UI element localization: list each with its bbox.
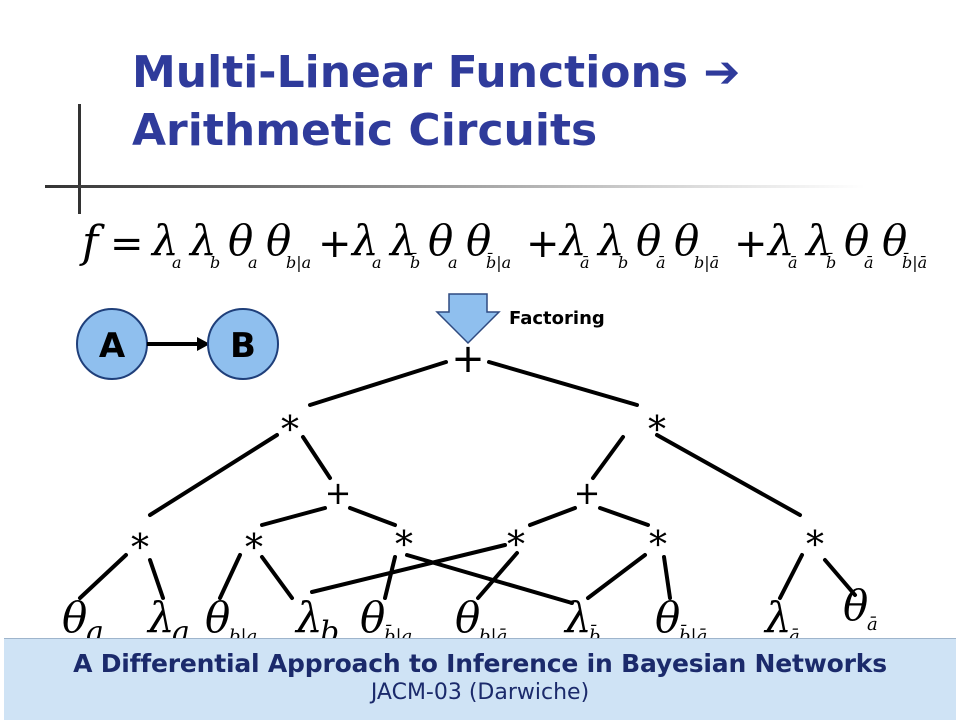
leaf-7-subscript: b̄ bbox=[589, 623, 601, 640]
arrowhead-icon bbox=[197, 337, 210, 351]
formula-theta-a-subscript: a bbox=[248, 253, 258, 272]
leaf-5-subscript: b̄|a bbox=[384, 623, 412, 640]
formula-lambda-b-symbol: λ bbox=[596, 216, 625, 265]
slide-title: Multi-Linear Functions ➔ Arithmetic Circ… bbox=[132, 44, 932, 160]
leaf-4-symbol: λ bbox=[294, 593, 323, 640]
formula-plus-sign: + bbox=[318, 221, 352, 267]
formula-lambda-a-symbol: λ bbox=[350, 216, 379, 265]
formula-lambda-a-subscript: a bbox=[172, 253, 182, 272]
leaf-3-subscript: b|a bbox=[229, 626, 257, 640]
formula-terms: λaλbθaθb|a+λaλb̄θaθb̄|a+λāλbθāθb|ā+λa… bbox=[150, 216, 927, 272]
footer-title: A Differential Approach to Inference in … bbox=[73, 649, 887, 678]
times-node-1: * bbox=[131, 528, 149, 569]
times-node-5: * bbox=[649, 525, 667, 566]
leaf-10-symbol: θ bbox=[843, 581, 868, 630]
formula-lambda-a-symbol: λ bbox=[766, 216, 795, 265]
node-a-label: A bbox=[99, 326, 126, 366]
formula-lambda-b-subscript: b bbox=[618, 253, 628, 272]
leaf-2-subscript: a bbox=[172, 615, 190, 640]
formula-equals: = bbox=[110, 221, 144, 267]
formula-lambda-b-subscript: b bbox=[210, 253, 220, 272]
factoring-arrow-icon bbox=[435, 293, 501, 345]
arithmetic-circuit: A B Factoring + * * + + * * * * * bbox=[62, 293, 878, 640]
formula-theta-a-subscript: ā bbox=[656, 253, 666, 272]
formula-theta-a-subscript: a bbox=[448, 253, 458, 272]
leaf-4-subscript: b bbox=[320, 615, 339, 640]
decorative-vertical-line bbox=[78, 104, 81, 214]
formula-lambda-a-subscript: a bbox=[372, 253, 382, 272]
formula-theta-b-symbol: θ bbox=[466, 216, 491, 265]
formula-theta-b-subscript: b|ā bbox=[694, 253, 719, 272]
formula-theta-a-symbol: θ bbox=[228, 216, 253, 265]
title-line-1: Multi-Linear Functions ➔ bbox=[132, 47, 741, 98]
formula-lambda-b-subscript: b̄ bbox=[410, 251, 420, 272]
formula-lambda-b-subscript: b̄ bbox=[826, 251, 836, 272]
circuit-edges bbox=[78, 360, 857, 605]
formula-theta-a-symbol: θ bbox=[428, 216, 453, 265]
footer-subtitle: JACM-03 (Darwiche) bbox=[370, 680, 590, 705]
formula-theta-b-subscript: b|a bbox=[286, 253, 311, 272]
formula-theta-a-symbol: θ bbox=[844, 216, 869, 265]
times-node-right: * bbox=[648, 410, 666, 451]
leaf-1-subscript: a bbox=[86, 615, 104, 640]
times-node-3: * bbox=[395, 525, 413, 566]
times-node-2: * bbox=[245, 528, 263, 569]
formula-theta-a-symbol: θ bbox=[636, 216, 661, 265]
leaf-6-subscript: b|ā bbox=[479, 626, 507, 640]
formula-theta-b-subscript: b̄|a bbox=[486, 251, 511, 272]
leaf-3-symbol: θ bbox=[205, 593, 230, 640]
formula-lambda-b-symbol: λ bbox=[388, 216, 417, 265]
formula-lambda-a-symbol: λ bbox=[558, 216, 587, 265]
formula-theta-a-subscript: ā bbox=[864, 253, 874, 272]
leaf-10-subscript: ā bbox=[867, 614, 878, 635]
formula-theta-b-symbol: θ bbox=[674, 216, 699, 265]
leaf-5-symbol: θ bbox=[360, 593, 385, 640]
multilinear-formula: f = λaλbθaθb|a+λaλb̄θaθb̄|a+λāλbθāθb|a… bbox=[79, 216, 927, 272]
formula-plus-sign: + bbox=[734, 221, 768, 267]
formula-lambda-b-symbol: λ bbox=[188, 216, 217, 265]
footer-banner: A Differential Approach to Inference in … bbox=[4, 638, 956, 720]
factoring-label: Factoring bbox=[509, 308, 605, 329]
leaf-9-symbol: λ bbox=[763, 593, 792, 640]
formula-theta-b-subscript: b̄|ā bbox=[902, 251, 927, 272]
node-b-label: B bbox=[230, 326, 256, 366]
leaf-7-symbol: λ bbox=[563, 593, 592, 640]
node-b-circle bbox=[207, 308, 279, 380]
formula-theta-b-symbol: θ bbox=[882, 216, 907, 265]
formula-lambda-b-symbol: λ bbox=[804, 216, 833, 265]
formula-theta-b-symbol: θ bbox=[266, 216, 291, 265]
leaf-2-symbol: λ bbox=[146, 593, 175, 640]
decorative-horizontal-line bbox=[45, 185, 865, 188]
times-node-left: * bbox=[281, 410, 299, 451]
leaf-8-symbol: θ bbox=[655, 593, 680, 640]
leaf-1-symbol: θ bbox=[62, 593, 87, 640]
plus-node-right: + bbox=[574, 474, 601, 512]
times-node-6: * bbox=[806, 525, 824, 566]
leaf-6-symbol: θ bbox=[455, 593, 480, 640]
formula-lambda-a-symbol: λ bbox=[150, 216, 179, 265]
leaf-9-subscript: ā bbox=[789, 626, 800, 640]
plus-node-left: + bbox=[325, 474, 352, 512]
formula-plus-sign: + bbox=[526, 221, 560, 267]
times-node-4: * bbox=[507, 525, 525, 566]
formula-lambda-a-subscript: ā bbox=[788, 253, 798, 272]
leaf-8-subscript: b̄|ā bbox=[679, 623, 707, 640]
title-line-2: Arithmetic Circuits bbox=[132, 105, 598, 156]
root-plus-node: + bbox=[451, 336, 485, 382]
formula-lambda-a-subscript: ā bbox=[580, 253, 590, 272]
